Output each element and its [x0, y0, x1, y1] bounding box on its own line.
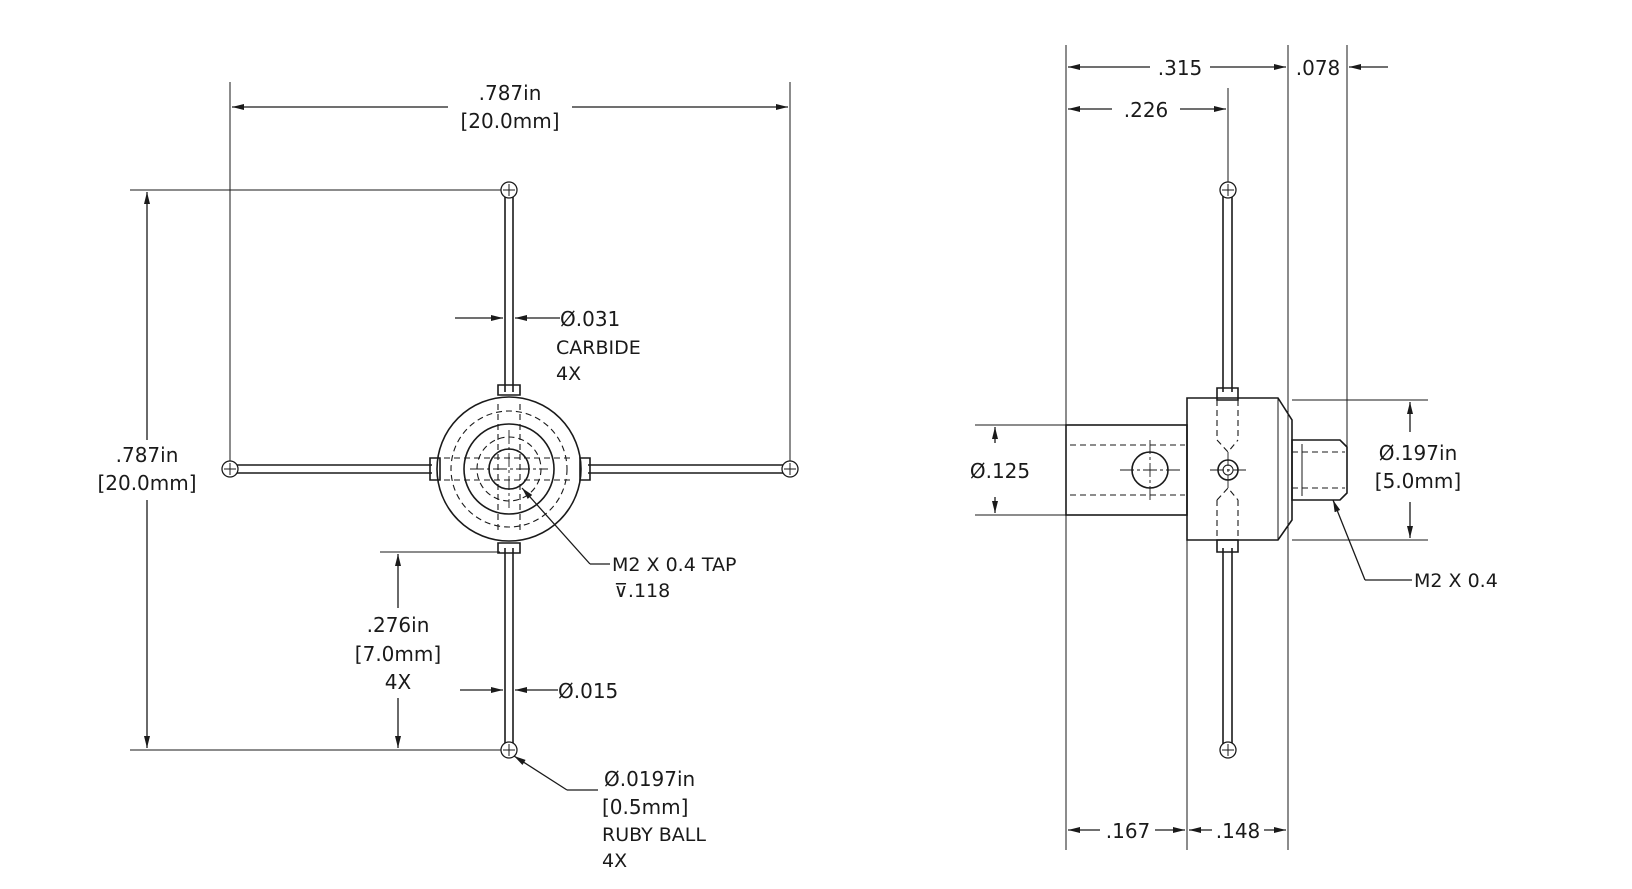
- front-view: .787in [20.0mm] .787in [20.0mm] .276in […: [97, 81, 799, 872]
- width-mm-label: [20.0mm]: [460, 109, 559, 133]
- thread-dia-in-label: Ø.197in: [1379, 441, 1458, 465]
- tap-depth-label: ⊽.118: [614, 580, 670, 602]
- overall-length-label: .315: [1158, 56, 1203, 80]
- tap-label: M2 X 0.4 TAP: [612, 554, 736, 576]
- ball-dia-mm-label: [0.5mm]: [602, 795, 688, 819]
- reach-in-label: .276in: [367, 613, 430, 637]
- shank-length-label: .167: [1106, 819, 1151, 843]
- hub-outer-ring: [436, 396, 582, 542]
- ball-material-label: RUBY BALL: [602, 824, 706, 846]
- thread-length-label: .078: [1296, 56, 1341, 80]
- hub-inner-ring: [463, 423, 555, 515]
- width-in-label: .787in: [479, 81, 542, 105]
- side-view: .315 .078 .226 Ø.125 Ø.197in [5.0mm] .16…: [970, 45, 1498, 850]
- reach-qty-label: 4X: [385, 670, 412, 694]
- hub-body: [1186, 397, 1293, 541]
- height-in-label: .787in: [116, 443, 179, 467]
- stem-qty-label: 4X: [556, 363, 581, 385]
- hub-length-label: .148: [1216, 819, 1261, 843]
- thread-dia-mm-label: [5.0mm]: [1375, 469, 1461, 493]
- stem-dia-label: Ø.031: [560, 307, 620, 331]
- threaded-nub: [1291, 439, 1348, 501]
- stylus-position-label: .226: [1124, 98, 1169, 122]
- shank-dia-label: Ø.125: [970, 459, 1030, 483]
- reach-mm-label: [7.0mm]: [355, 642, 441, 666]
- height-mm-label: [20.0mm]: [97, 471, 196, 495]
- ball-qty-label: 4X: [602, 850, 627, 872]
- thread-label: M2 X 0.4: [1414, 570, 1498, 592]
- tip-dia-label: Ø.015: [558, 679, 618, 703]
- ball-dia-in-label: Ø.0197in: [604, 767, 695, 791]
- stem-material-label: CARBIDE: [556, 337, 641, 359]
